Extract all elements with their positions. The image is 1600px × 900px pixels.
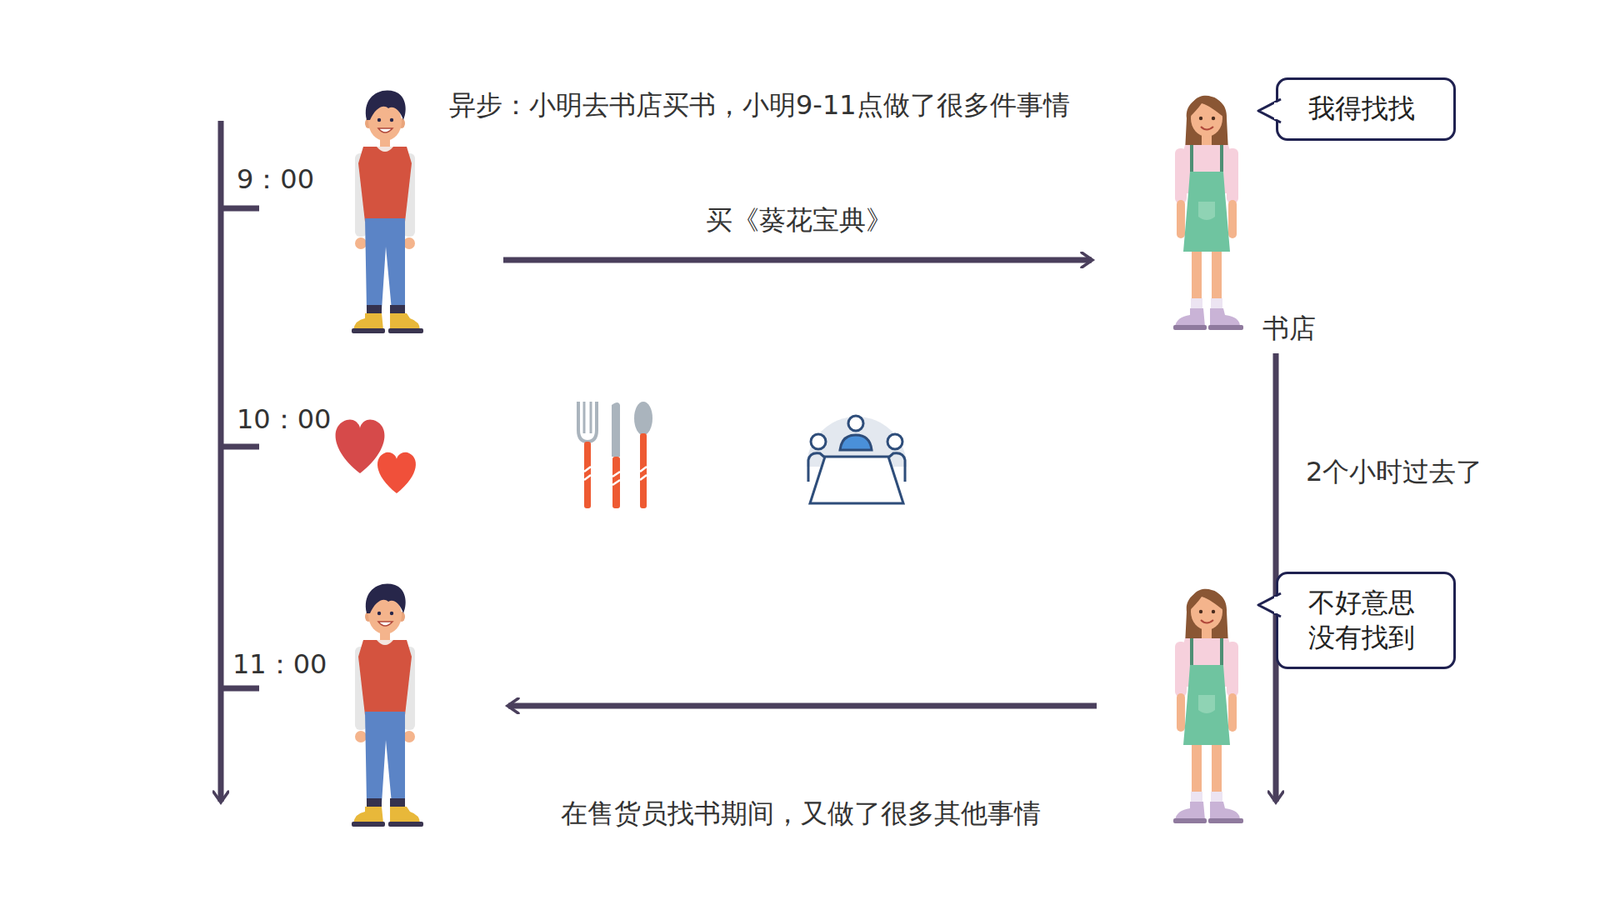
bubble-tail <box>1255 590 1281 620</box>
response-arrow <box>508 703 1097 710</box>
speech-bubble: 我得找找 <box>1275 77 1456 141</box>
bubble-text: 不好意思 没有找到 <box>1308 585 1424 655</box>
tick <box>220 685 260 692</box>
tick <box>220 205 260 212</box>
girl-figure <box>1173 589 1244 824</box>
time-label: 11：00 <box>232 648 327 680</box>
bubble-text: 我得找找 <box>1308 91 1424 127</box>
cutlery-icon <box>578 401 653 509</box>
speech-bubble: 不好意思 没有找到 <box>1275 571 1456 670</box>
place-label: 书店 <box>1262 312 1316 345</box>
request-arrow <box>503 257 1092 264</box>
time-label: 10：00 <box>236 403 331 435</box>
diagram-title: 异步：小明去书店买书，小明9-11点做了很多件事情 <box>449 89 1070 121</box>
timeline <box>218 120 225 802</box>
boy-figure <box>351 90 424 334</box>
note-label: 在售货员找书期间，又做了很多其他事情 <box>560 797 1041 830</box>
bubble-tail <box>1255 96 1281 125</box>
arrow-label: 买《葵花宝典》 <box>705 204 893 236</box>
time-label: 9：00 <box>236 163 315 195</box>
boy-figure <box>351 584 424 827</box>
duration-label: 2个小时过去了 <box>1305 455 1483 488</box>
tick <box>220 444 260 450</box>
meeting-icon <box>806 415 907 504</box>
hearts-icon <box>335 419 416 494</box>
girl-figure <box>1173 95 1244 330</box>
